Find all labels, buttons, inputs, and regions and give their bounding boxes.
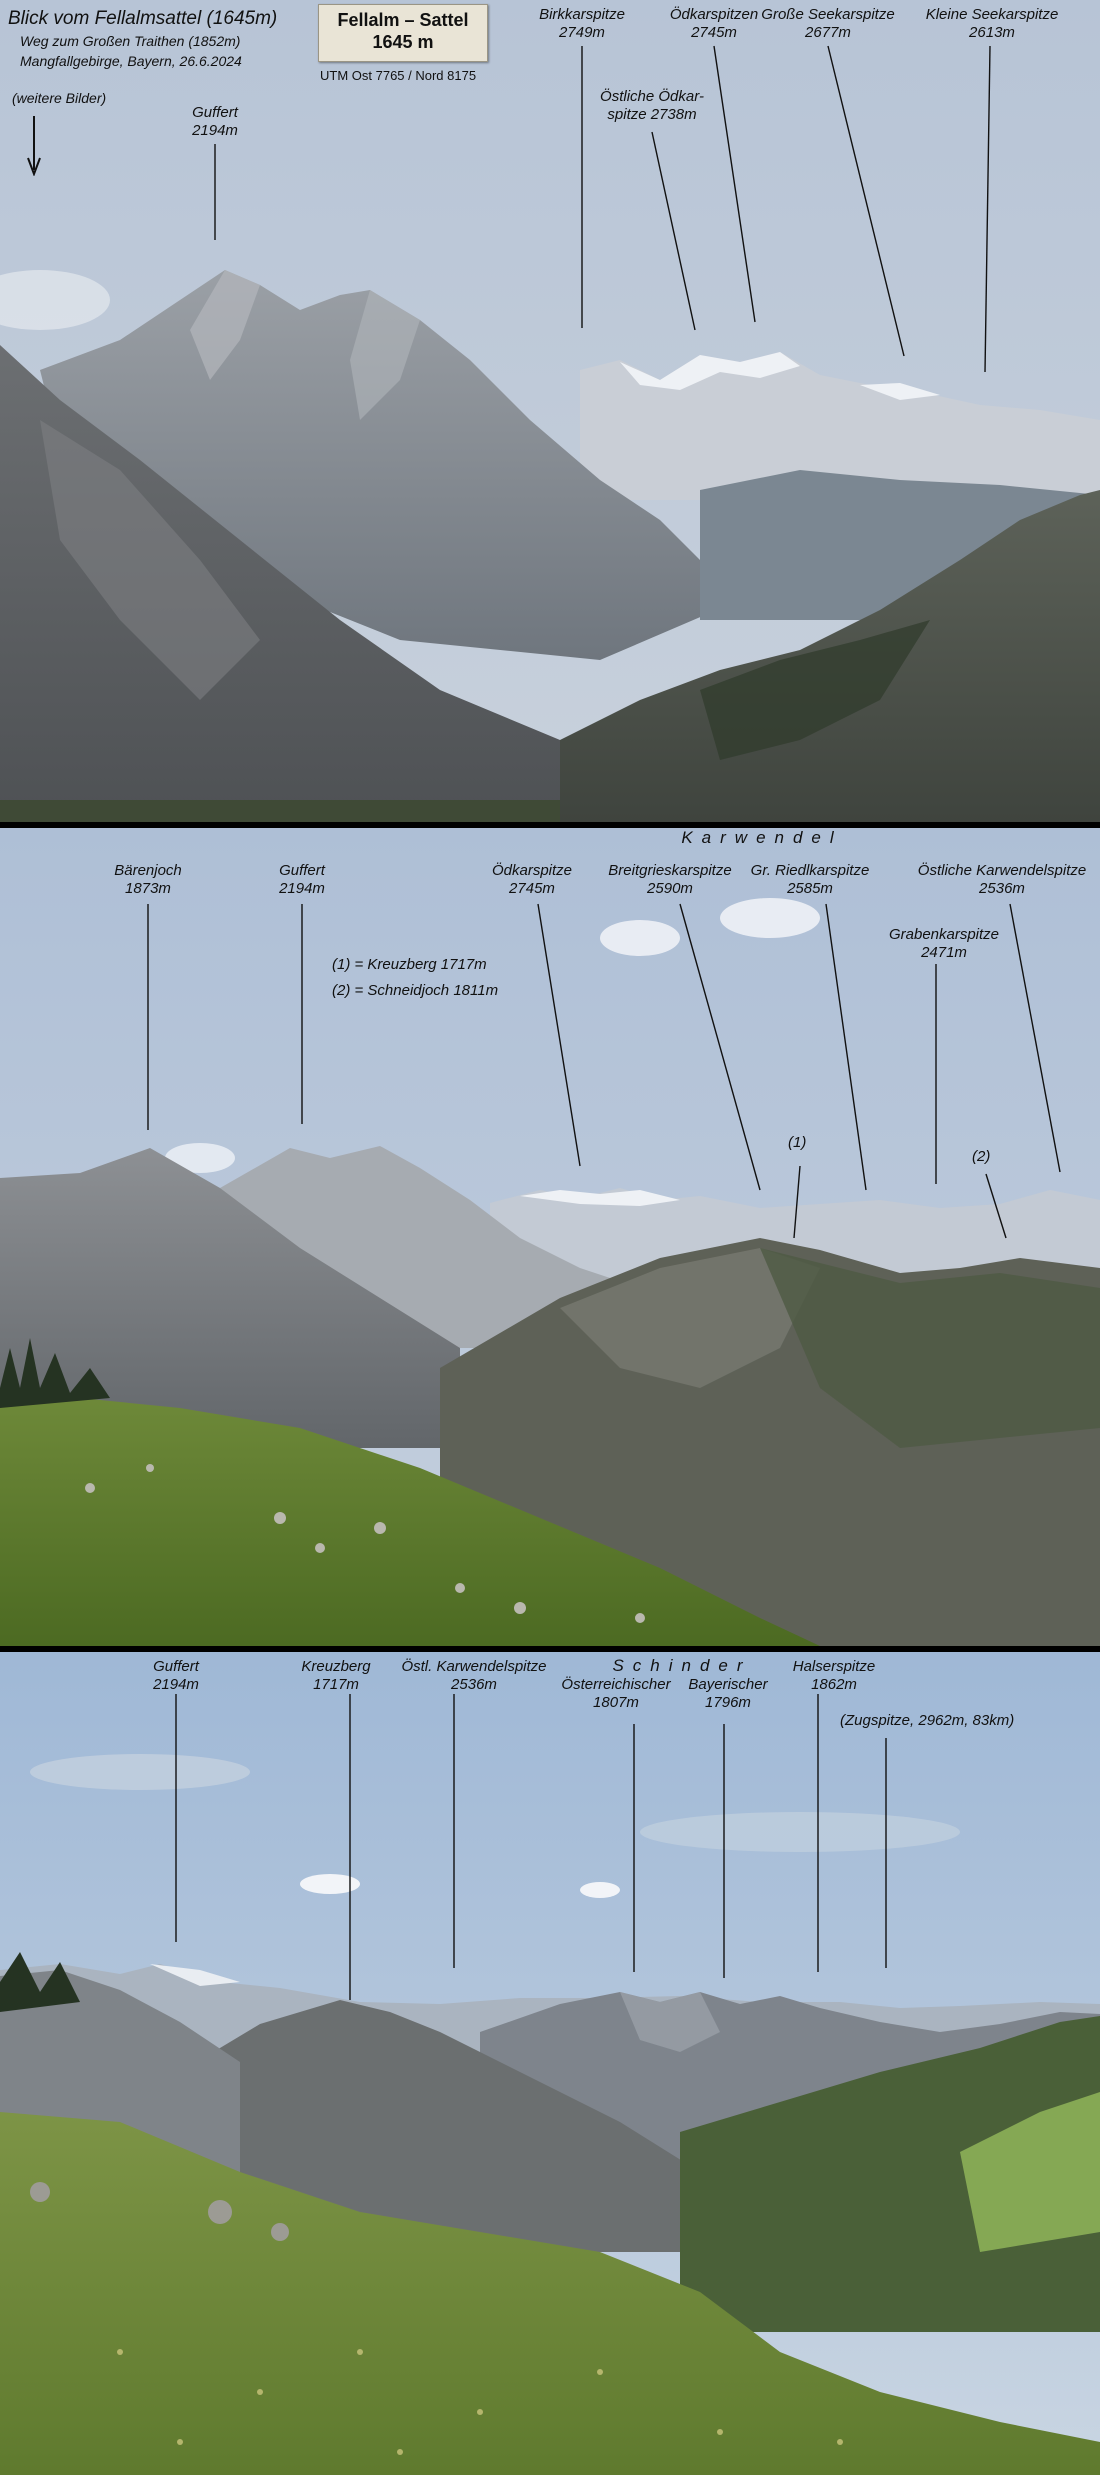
more-images-link[interactable]: (weitere Bilder): [12, 90, 107, 106]
trail-sign: Fellalm – Sattel 1645 m: [318, 4, 488, 62]
image-subtitle-route: Weg zum Großen Traithen (1852m): [20, 33, 241, 49]
mountain-photo-3: [0, 1652, 1100, 2475]
marker-schneidjoch: (2): [972, 1148, 991, 1165]
panorama-panel-1: Blick vom Fellalmsattel (1645m) Weg zum …: [0, 0, 1100, 822]
marker-kreuzberg: (1): [788, 1134, 807, 1151]
peak-label-zugspitze: (Zugspitze, 2962m, 83km): [840, 1712, 1015, 1729]
range-label-karwendel: Karwendel: [681, 828, 843, 847]
sign-name: Fellalm – Sattel: [337, 10, 469, 30]
legend-note-kreuzberg: (1) = Kreuzberg 1717m: [332, 956, 487, 973]
mountain-photo-1: [0, 0, 1100, 822]
range-label-schinder: Schinder: [612, 1656, 752, 1675]
utm-coordinates: UTM Ost 7765 / Nord 8175: [320, 68, 477, 83]
arrow-down-icon: [27, 116, 41, 176]
image-title: Blick vom Fellalmsattel (1645m): [8, 8, 278, 29]
sign-altitude: 1645 m: [372, 32, 434, 52]
peak-label-oestliche-oedkarspitze: Östliche Ödkar-spitze 2738m: [600, 88, 704, 123]
image-subtitle-location-date: Mangfallgebirge, Bayern, 26.6.2024: [20, 53, 242, 69]
legend-note-schneidjoch: (2) = Schneidjoch 1811m: [332, 982, 499, 999]
